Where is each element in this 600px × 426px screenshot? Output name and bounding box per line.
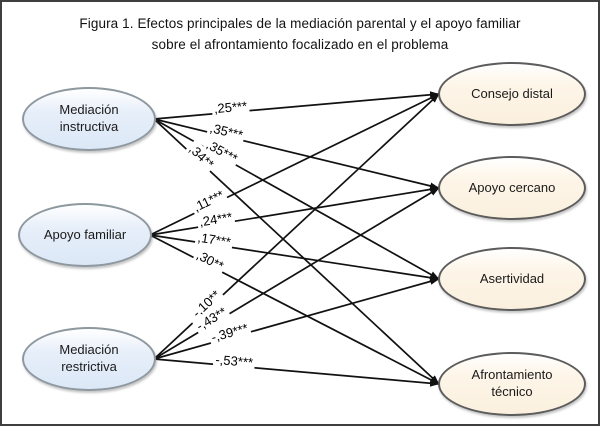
edge-coefficient-mi-cd: ,25*** (211, 97, 250, 118)
node-mediacion-restrictiva: Mediación restrictiva (22, 327, 156, 391)
edge-coefficient-af-as: ,17*** (194, 228, 234, 251)
node-label: Asertividad (479, 270, 545, 286)
edge-coefficient-value: ,24*** (198, 209, 233, 229)
node-label: Afrontamiento técnico (471, 367, 553, 399)
node-consejo-distal: Consejo distal (438, 62, 586, 126)
node-label: Mediación instructiva (59, 102, 119, 134)
edge-coefficient-value: ,25*** (213, 98, 247, 116)
node-mediacion-instructiva: Mediación instructiva (22, 87, 156, 151)
figure-title: Figura 1. Efectos principales de la medi… (2, 13, 598, 55)
node-label: Apoyo familiar (43, 226, 127, 242)
edge-coefficient-mi-ac: ,35*** (206, 118, 247, 145)
node-afrontamiento-tecnico: Afrontamiento técnico (438, 352, 586, 416)
edge-coefficient-af-at: ,30** (191, 245, 229, 276)
edge-coefficient-mr-as: -,39*** (207, 318, 252, 347)
edge-coefficient-mr-at: -,53*** (212, 350, 256, 372)
edge-line-mi-ac (153, 118, 440, 190)
edge-line-mr-at (153, 358, 440, 387)
figure-title-line2: sobre el afrontamiento focalizado en el … (151, 37, 449, 52)
node-apoyo-cercano: Apoyo cercano (438, 156, 586, 220)
node-label: Mediación restrictiva (59, 342, 119, 374)
node-apoyo-familiar: Apoyo familiar (18, 203, 152, 267)
edge-coefficient-value: -,53*** (215, 352, 254, 370)
node-asertividad: Asertividad (438, 247, 586, 311)
figure-title-line1: Figura 1. Efectos principales de la medi… (79, 16, 521, 31)
edge-line-mr-as (153, 278, 440, 360)
edge-coefficient-af-ac: ,24*** (195, 207, 236, 231)
node-label: Consejo distal (471, 85, 553, 101)
node-label: Apoyo cercano (468, 179, 556, 195)
edge-coefficient-value: ,17*** (197, 230, 232, 250)
edge-line-mi-cd (153, 91, 440, 120)
